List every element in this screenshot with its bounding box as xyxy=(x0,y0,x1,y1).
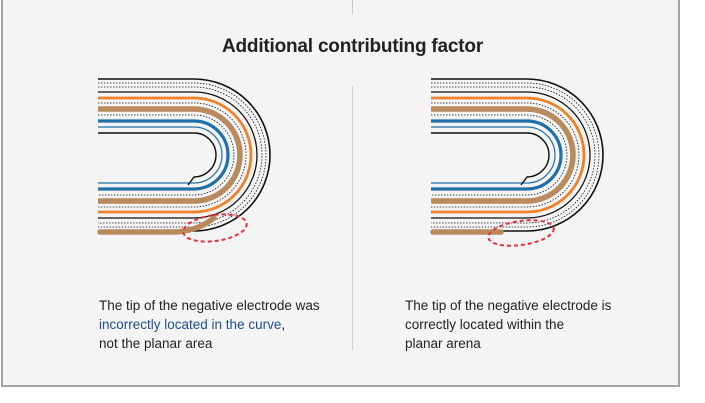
figure-panel xyxy=(1,0,680,387)
right-caption: The tip of the negative electrode is cor… xyxy=(405,296,645,353)
inner-hook xyxy=(98,132,217,186)
positive-electrode-orange xyxy=(431,96,586,214)
inner-separator-dotted xyxy=(98,102,247,208)
current-collector-blue xyxy=(431,119,563,191)
right-caption-line1: The tip of the negative electrode is xyxy=(405,298,612,313)
right-caption-line3: planar arena xyxy=(405,336,481,351)
negative-electrode-bronze xyxy=(98,106,243,204)
positive-electrode-orange xyxy=(98,96,253,214)
inner-separator-dotted xyxy=(431,102,580,208)
figure-title: Additional contributing factor xyxy=(221,36,484,57)
negative-electrode-tip xyxy=(97,215,217,235)
left-caption: The tip of the negative electrode was in… xyxy=(99,296,339,353)
outer-separator-dotted xyxy=(98,82,267,228)
right-caption-line2: correctly located within the xyxy=(405,317,565,332)
separator-dotted xyxy=(98,86,263,224)
inner-hook xyxy=(431,132,550,186)
left-caption-line1: The tip of the negative electrode was xyxy=(99,298,320,313)
separator-dotted xyxy=(431,86,596,224)
core-separator-dotted xyxy=(98,114,235,196)
core-separator-dotted xyxy=(431,114,568,196)
top-tick-line xyxy=(352,0,353,14)
left-electrode-diagram xyxy=(97,78,271,243)
separator-line xyxy=(98,91,258,219)
outer-casing xyxy=(431,78,604,232)
left-caption-comma: , xyxy=(281,317,286,332)
left-caption-highlight: incorrectly located in the curve xyxy=(99,317,282,332)
tip-highlight-ellipse xyxy=(182,213,248,243)
right-electrode-diagram xyxy=(430,78,604,247)
tip-highlight-ellipse xyxy=(487,219,555,247)
outer-separator-dotted xyxy=(431,82,600,228)
outer-casing xyxy=(98,78,271,232)
inner-blue-line xyxy=(98,126,223,184)
inner-blue-line xyxy=(431,126,556,184)
negative-electrode-bronze xyxy=(431,106,576,204)
separator-line xyxy=(431,91,591,219)
left-caption-line3: not the planar area xyxy=(99,336,213,351)
current-collector-blue xyxy=(98,119,230,191)
center-divider xyxy=(352,86,353,350)
